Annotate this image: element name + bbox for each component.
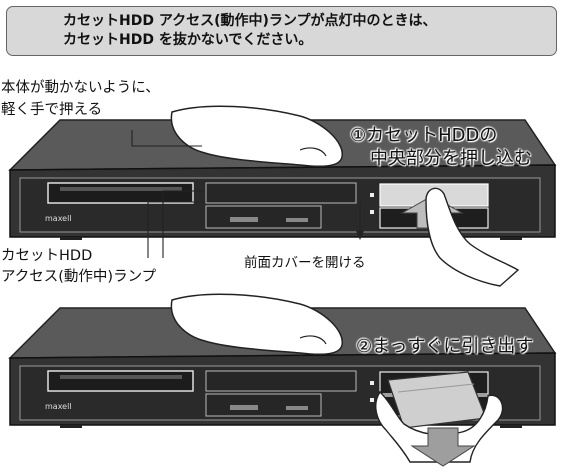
caution-line-1: カセットHDD アクセス(動作中)ランプが点灯中のときは、 (63, 13, 437, 29)
step1-text: ①カセットHDDの 中央部分を押し込む (350, 125, 532, 169)
pull-arrow-icon (410, 427, 476, 467)
brand-logo: maxell (45, 402, 72, 411)
hold-unit-text: 本体が動かないように、 軽く手で押える (1, 80, 160, 118)
hdd-cassette (387, 371, 487, 429)
access-lamp-label: カセットHDD アクセス(動作中)ランプ (1, 248, 157, 285)
caution-notice: カセットHDD アクセス(動作中)ランプが点灯中のときは、 カセットHDD を抜… (6, 6, 557, 56)
caution-line-2: カセットHDD を抜かないでください。 (63, 32, 313, 48)
hand-gripping-cassette (375, 390, 504, 463)
step2-text: ②まっすぐに引き出す (356, 336, 534, 357)
brand-logo: maxell (45, 214, 72, 223)
front-cover-label: 前面カバーを開ける (244, 255, 366, 271)
hand-pressing-top (170, 293, 343, 356)
hand-pressing-top (170, 105, 343, 168)
hand-pushing-cassette (425, 187, 520, 287)
